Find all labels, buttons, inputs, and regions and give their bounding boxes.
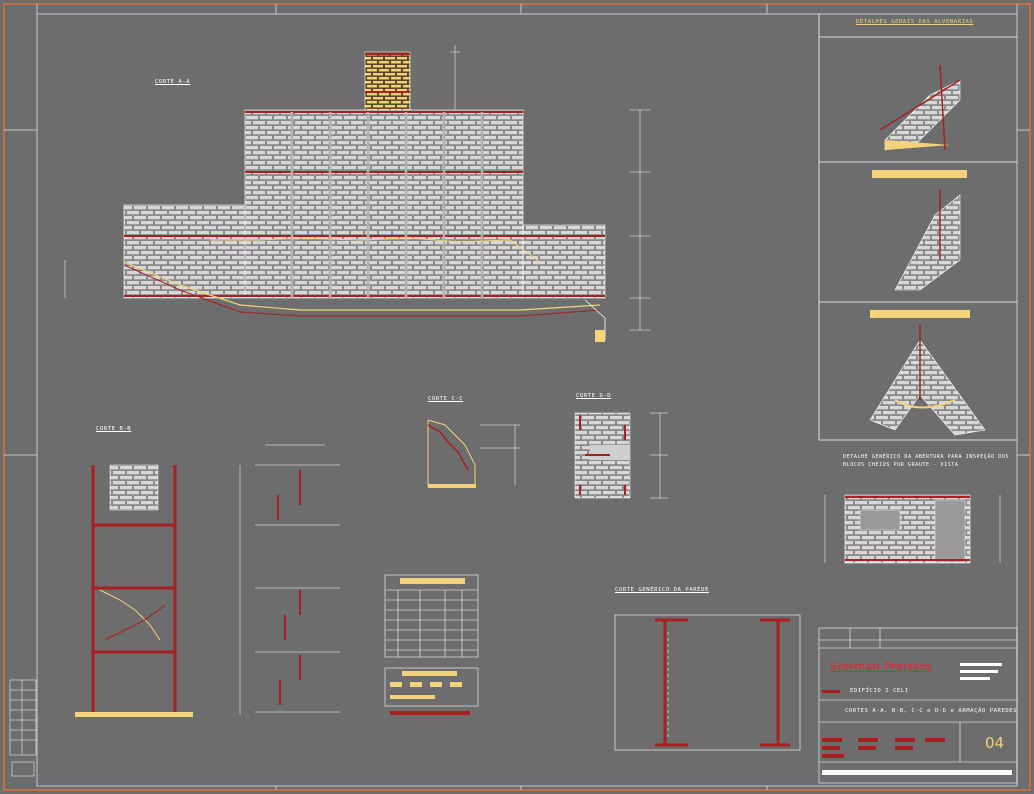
corte-dd-drawing <box>574 412 668 499</box>
detail-iso-1 <box>879 64 961 151</box>
sheet-number: 04 <box>985 734 1005 752</box>
detail-opening <box>824 494 1001 564</box>
title-block <box>818 627 1018 784</box>
opening-detail-line1: DETALHE GENÉRICO DA ABERTURA PARA INSPEÇ… <box>843 454 1010 460</box>
company-name: Sterman Projetos <box>830 660 933 673</box>
building-name: EDIFÍCIO 2 CELI <box>850 688 909 694</box>
title-block-fills <box>822 690 945 758</box>
corte-bb-drawing <box>75 444 340 717</box>
label-corte-parede: CORTE GENÉRICO DA PAREDE <box>615 587 709 593</box>
corte-aa-drawing <box>64 45 650 342</box>
legend-table <box>9 679 37 777</box>
frame-ticks <box>4 4 1030 790</box>
schedule-tables <box>384 574 479 715</box>
drawing-title: CORTES A-A, B-B, C-C e D-D e ARMAÇÃO PAR… <box>845 708 1018 714</box>
corte-cc-drawing <box>427 419 520 488</box>
label-corte-aa: CORTE A-A <box>155 79 191 85</box>
label-corte-bb: CORTE B-B <box>96 426 132 432</box>
label-corte-cc: CORTE C-C <box>428 396 464 402</box>
corte-parede-drawing <box>614 614 801 751</box>
opening-detail-line2: BLOCOS CHEIOS POR GRAUTE - VISTA <box>843 462 959 468</box>
details-title: DETALHES GERAIS DAS ALVENARIAS <box>856 19 974 25</box>
inner-frame <box>36 13 1018 787</box>
detail-panel <box>818 14 1017 441</box>
title-block-whites <box>822 663 1012 775</box>
outer-frame <box>3 3 1031 791</box>
detail-iso-3 <box>869 310 986 436</box>
label-corte-dd: CORTE D-D <box>576 393 612 399</box>
detail-iso-2 <box>872 170 967 291</box>
